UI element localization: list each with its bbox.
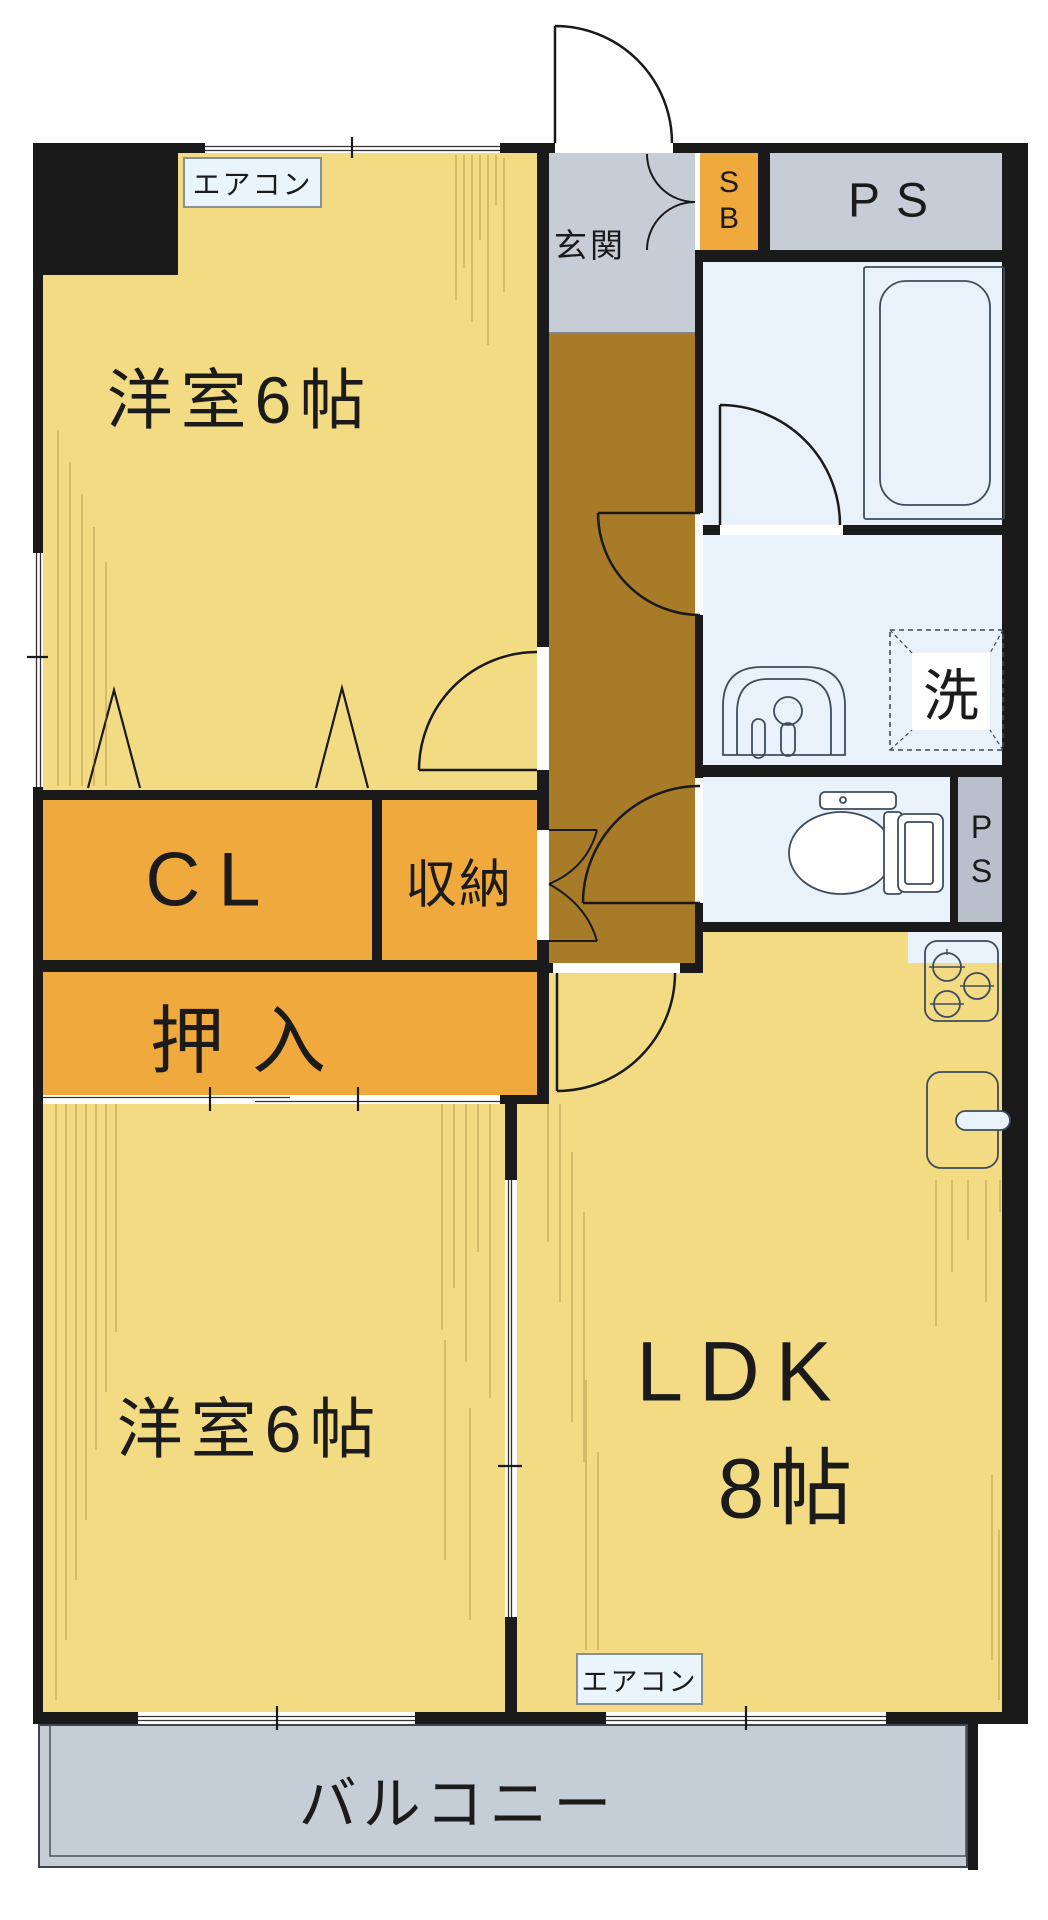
storage-label: 収納 [404, 856, 514, 915]
laundry-label: 洗 [923, 664, 979, 728]
balcony-label: バルコニー [298, 1772, 618, 1837]
oshiire-label: 押入 [150, 999, 354, 1083]
structural-pillar [33, 143, 178, 275]
wall-under-ps [695, 250, 1005, 262]
wall-toilet-bottom [703, 922, 1005, 932]
shoe-box-letter: B [718, 202, 739, 235]
wall-balcony-right [968, 1724, 978, 1870]
wall-top [33, 143, 1028, 153]
wall-corridor-left-mid [537, 770, 549, 830]
wall-corridor-right-c [695, 903, 703, 963]
bathroom-floor [703, 262, 1005, 525]
wall-wash-toilet [703, 765, 1005, 777]
aircon-label: エアコン [581, 1666, 698, 1697]
ldk-floor-under-toilet [703, 932, 908, 963]
wall-corridor-left-upper [537, 153, 549, 647]
bedroom-bottom-label: 洋室6帖 [116, 1392, 384, 1466]
aircon-unit-bottom: エアコン [576, 1653, 703, 1705]
aircon-unit-top: エアコン [183, 157, 322, 208]
wall-ldk-door-jamb-right [680, 963, 703, 973]
wall-right [1002, 143, 1028, 1724]
pipe-space-letter: S [970, 852, 993, 889]
ldk-label: LDK [636, 1324, 848, 1419]
window-bottom-ldk-opening [606, 1712, 886, 1724]
toilet-door-opening [695, 778, 703, 903]
window-top-opening [205, 143, 500, 153]
pipe-space-letter: P [970, 809, 993, 846]
wall-sb-ps [758, 152, 770, 250]
wall-left [33, 143, 43, 1724]
wall-ldk-door-jamb-left [537, 963, 553, 973]
corridor-floor [549, 333, 695, 963]
window-bottom-left-opening [138, 1712, 415, 1724]
entry-door-opening [555, 143, 673, 153]
wall-partition-upper [505, 1095, 517, 1180]
washroom-door-opening [695, 513, 703, 615]
wall-closet-bottom [43, 960, 537, 972]
wall-toilet-ps [950, 777, 958, 922]
shoe-box-label: S B [700, 152, 758, 250]
ldk-door-opening [553, 963, 680, 973]
toilet-floor [703, 777, 950, 922]
wall-closet-top [43, 790, 537, 800]
pipe-space-top-area [770, 152, 1005, 250]
bedroom-top-label: 洋室6帖 [106, 363, 374, 437]
aircon-label: エアコン [192, 168, 313, 200]
wall-bath-wash-right [843, 525, 1005, 535]
wall-bath-wash-left [703, 525, 720, 535]
closet-label: CL [145, 837, 279, 923]
wall-corridor-right-a [695, 262, 703, 513]
ldk-size-label: 8帖 [717, 1441, 857, 1536]
storage-door-opening [537, 830, 549, 940]
pipe-space-side-area [958, 777, 1005, 922]
window-left-opening [33, 553, 43, 787]
ldk-floor-strip [517, 1104, 549, 1712]
pipe-space-side-label: P S [958, 777, 1005, 922]
entrance-label: 玄関 [554, 227, 626, 264]
wall-corridor-right-b [695, 615, 703, 778]
pipe-space-top-label: PS [847, 174, 945, 228]
entry-door [553, 24, 674, 144]
shoe-box-letter: S [718, 166, 739, 199]
oshiire-sliding-band [43, 1095, 500, 1104]
wall-closet-divider [372, 800, 382, 960]
wall-partition-lower [505, 1617, 517, 1724]
partition-sliding-band [505, 1180, 517, 1617]
